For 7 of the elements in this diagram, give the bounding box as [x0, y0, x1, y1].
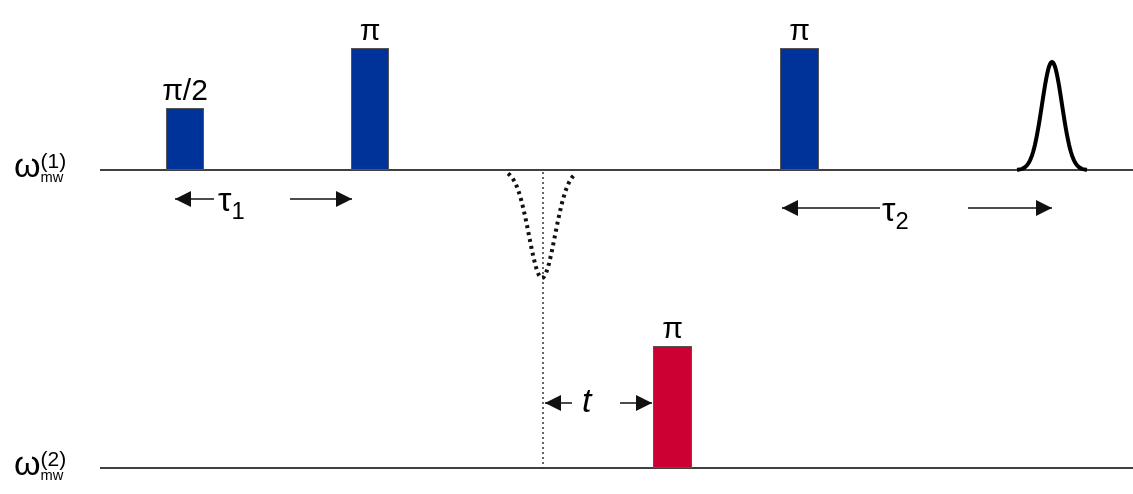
- pulse-label: π/2: [162, 75, 208, 105]
- pulse-label: π: [789, 15, 810, 45]
- pulse-label: π: [359, 15, 381, 45]
- delay-label: τ$_{1}$: [218, 182, 245, 223]
- delay-label: t: [582, 383, 592, 417]
- pulse-label: π: [662, 313, 683, 343]
- delay-label: τ$_{2}$: [882, 192, 909, 233]
